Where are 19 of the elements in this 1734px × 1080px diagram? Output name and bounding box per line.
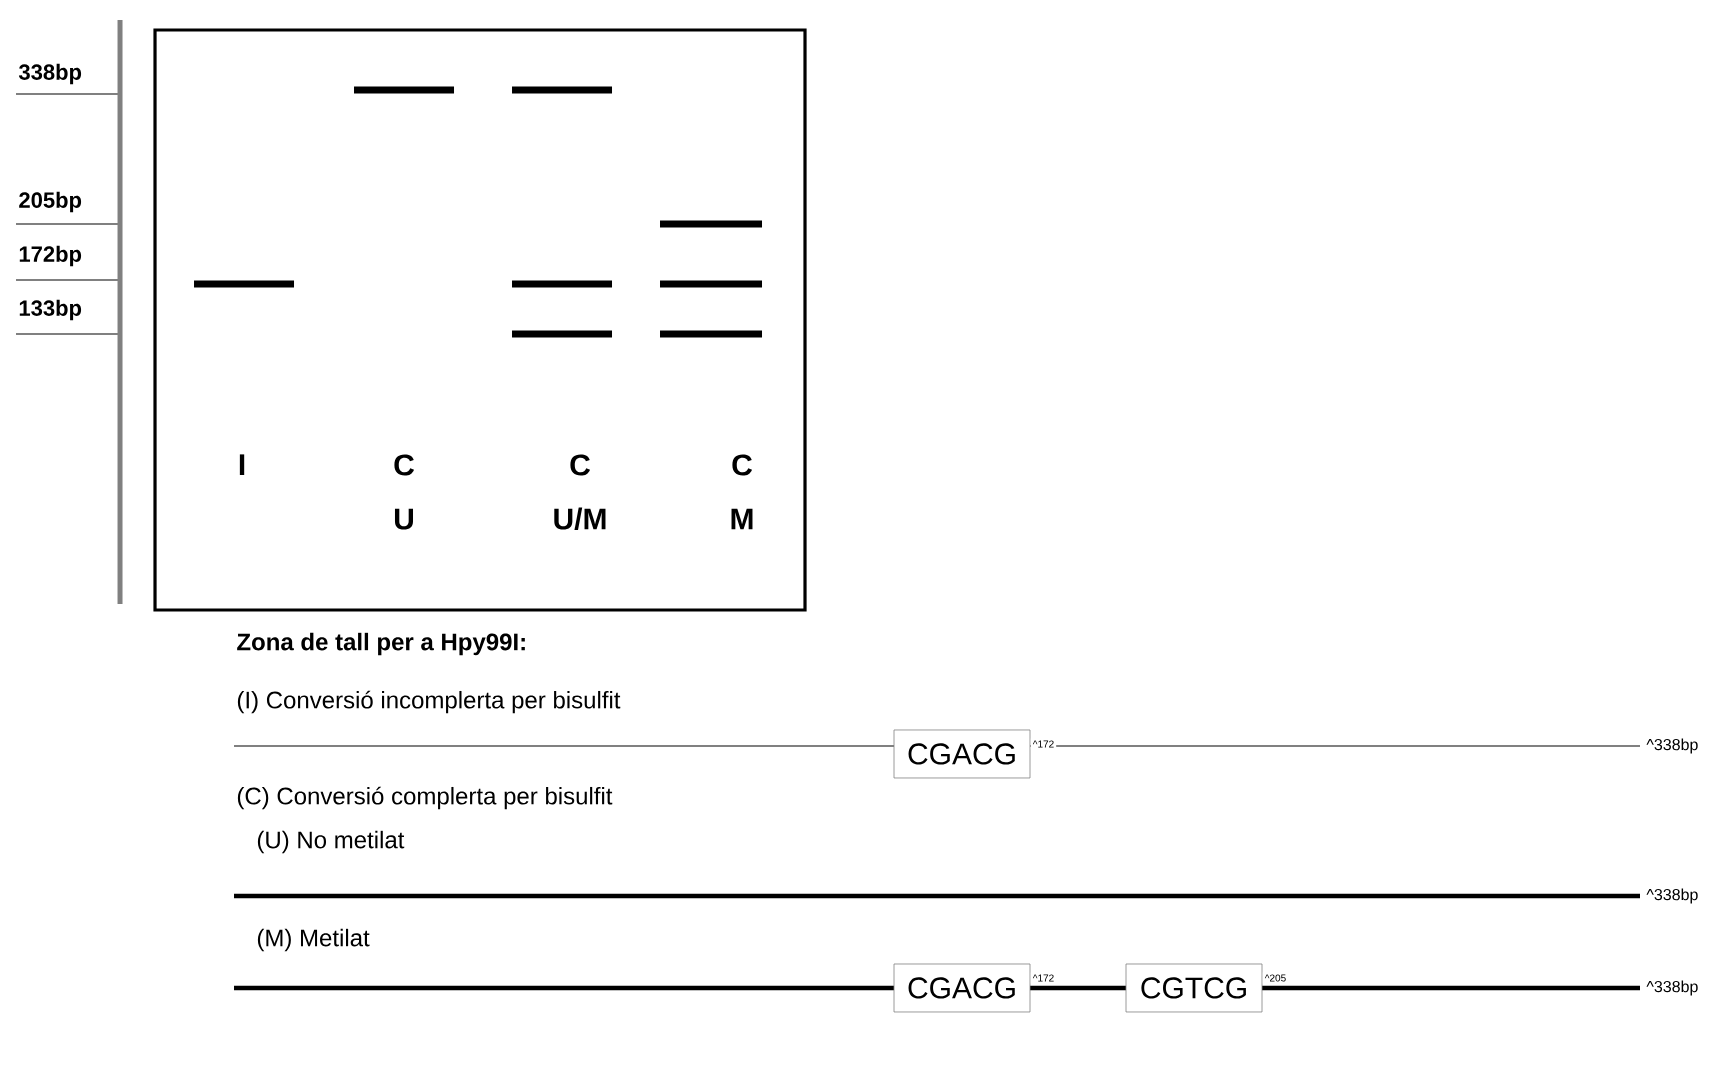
sequence-box: CGTCG [1125, 963, 1263, 1013]
length-label: ^338bp [1644, 978, 1701, 998]
lane-label: C U [394, 454, 414, 530]
lane-label: C U/M [554, 454, 606, 530]
marker-label: 338bp [16, 61, 84, 87]
row-caption: (C) Conversió complerta per bisulfit [234, 784, 615, 812]
row-caption: (M) Metilat [254, 926, 372, 954]
sequence-box: CGACG [893, 729, 1031, 779]
marker-label: 133bp [16, 297, 84, 323]
section-heading: Zona de tall per a Hpy99I: [234, 630, 530, 658]
lane-label: I [239, 454, 245, 476]
row-caption: (U) No metilat [254, 828, 407, 856]
length-label: ^338bp [1644, 736, 1701, 756]
marker-label: 205bp [16, 189, 84, 215]
row-caption: (I) Conversió incomplerta per bisulfit [234, 688, 623, 716]
length-label: ^338bp [1644, 886, 1701, 906]
marker-label: 172bp [16, 243, 84, 269]
lane-label: C M [731, 454, 753, 530]
sequence-box: CGACG [893, 963, 1031, 1013]
